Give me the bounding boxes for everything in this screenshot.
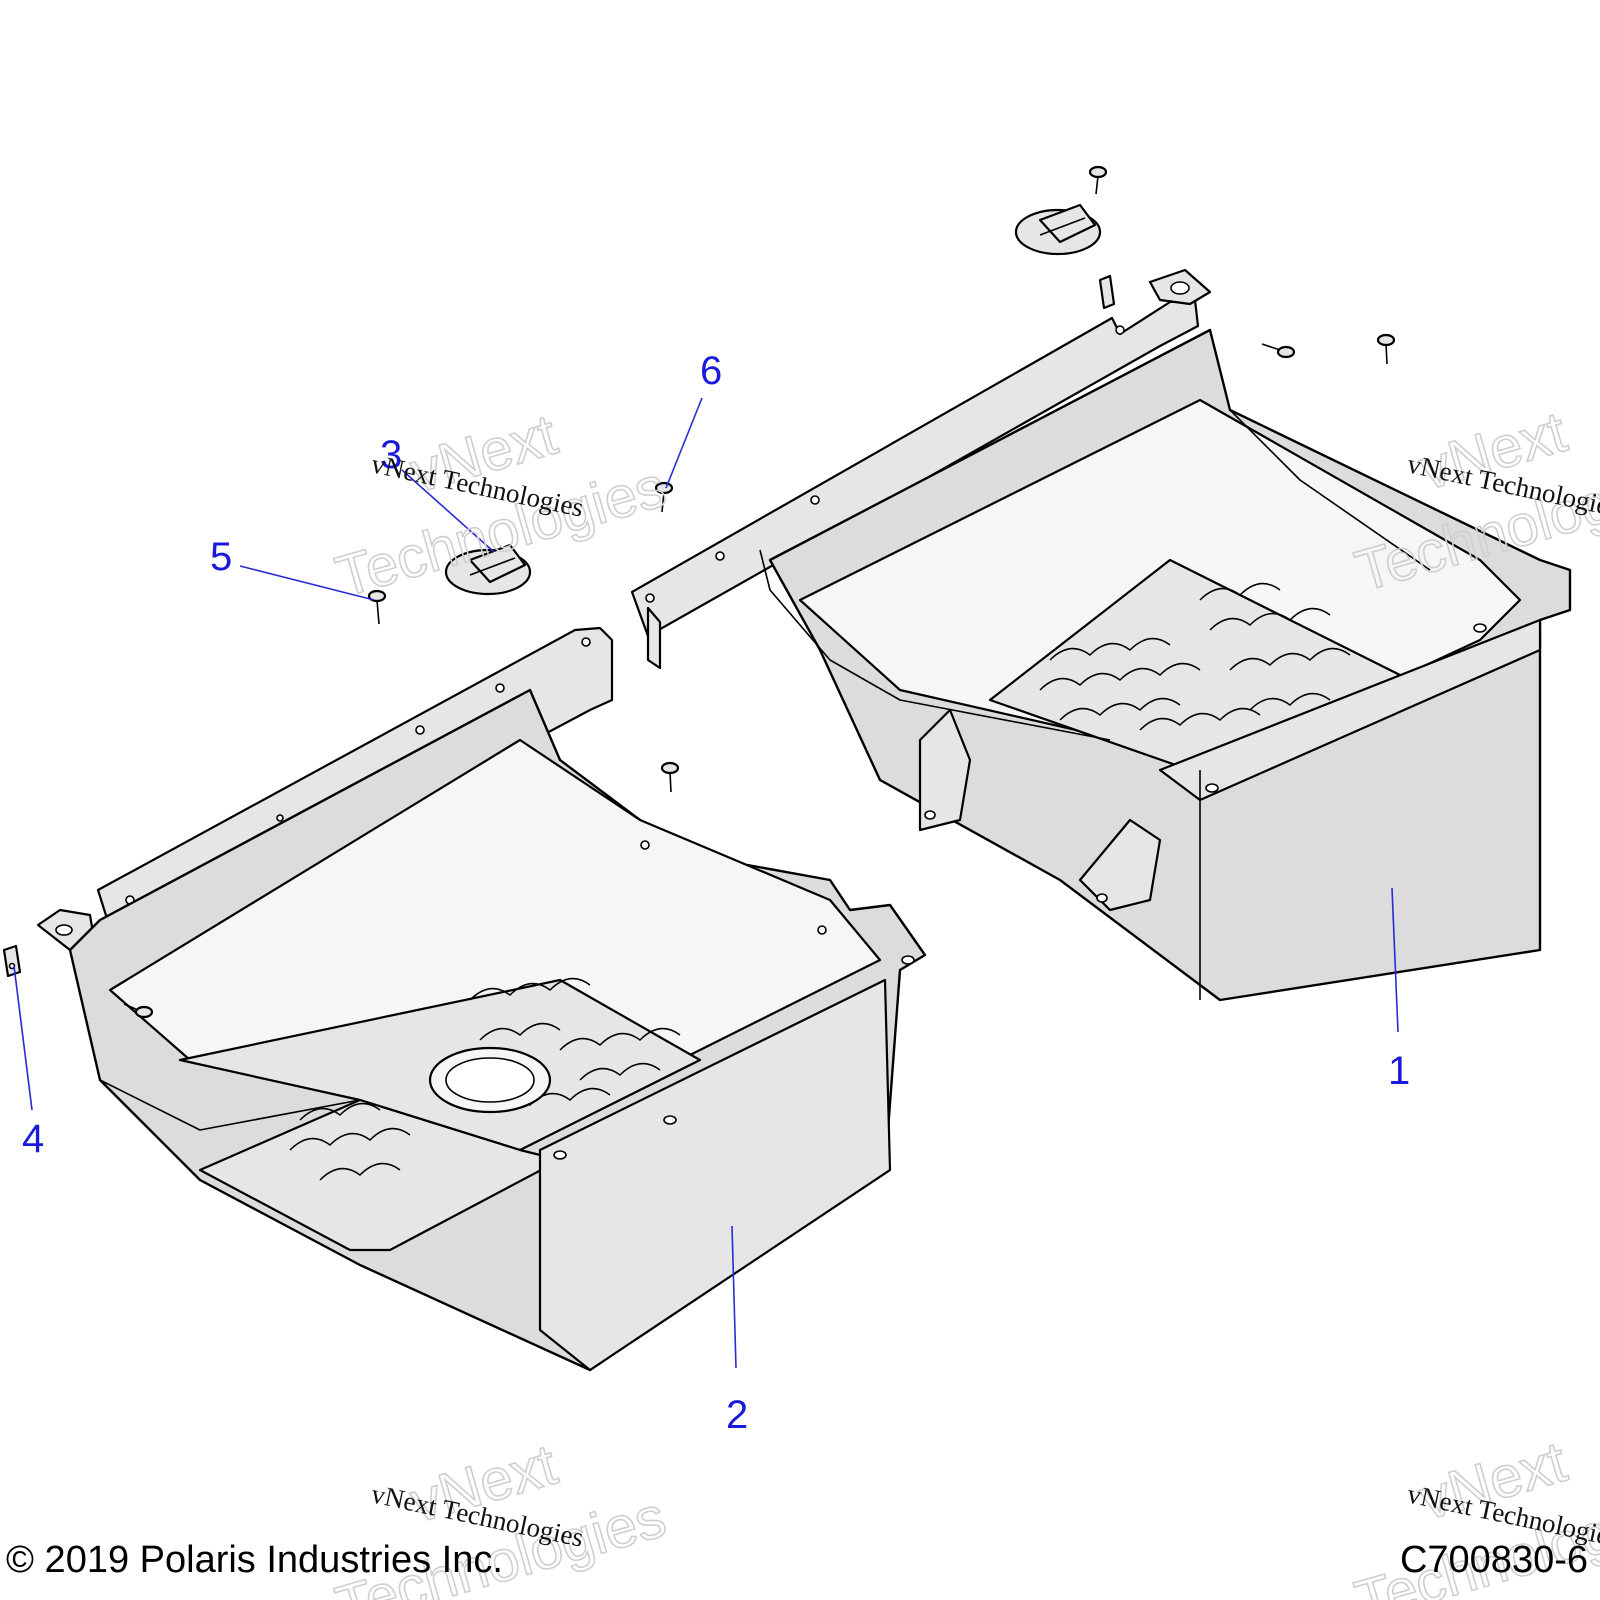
callout-5: 5 bbox=[210, 535, 232, 579]
callout-4: 4 bbox=[22, 1117, 44, 1161]
screw-extra-1 bbox=[1088, 165, 1108, 195]
leader-4 bbox=[13, 965, 33, 1111]
screw-extra-2 bbox=[1376, 333, 1396, 365]
callout-3: 3 bbox=[380, 433, 402, 477]
right-storage-bin bbox=[630, 268, 1572, 1002]
screw bbox=[367, 589, 387, 625]
left-storage-bin bbox=[36, 626, 927, 1372]
callout-6: 6 bbox=[700, 349, 722, 393]
clip bbox=[2, 944, 22, 978]
leader-2 bbox=[731, 1225, 737, 1369]
latch-plate-upper bbox=[1014, 203, 1102, 256]
part-code: C700830-6 bbox=[1400, 1539, 1588, 1581]
clip-upper bbox=[1098, 274, 1116, 310]
leader-lines bbox=[13, 397, 1399, 1369]
leader-1 bbox=[1391, 887, 1399, 1033]
screw-extra-4 bbox=[660, 761, 680, 793]
copyright-text: © 2019 Polaris Industries Inc. bbox=[6, 1539, 503, 1581]
leader-6 bbox=[665, 397, 703, 489]
callout-2: 2 bbox=[726, 1393, 748, 1437]
leader-5 bbox=[239, 565, 375, 601]
callout-1: 1 bbox=[1388, 1049, 1410, 1093]
screw-6 bbox=[654, 481, 674, 513]
latch-plate bbox=[444, 543, 532, 596]
screw-extra-3 bbox=[1261, 343, 1296, 359]
screw-extra-5 bbox=[123, 1003, 154, 1019]
leader-3 bbox=[401, 469, 495, 553]
